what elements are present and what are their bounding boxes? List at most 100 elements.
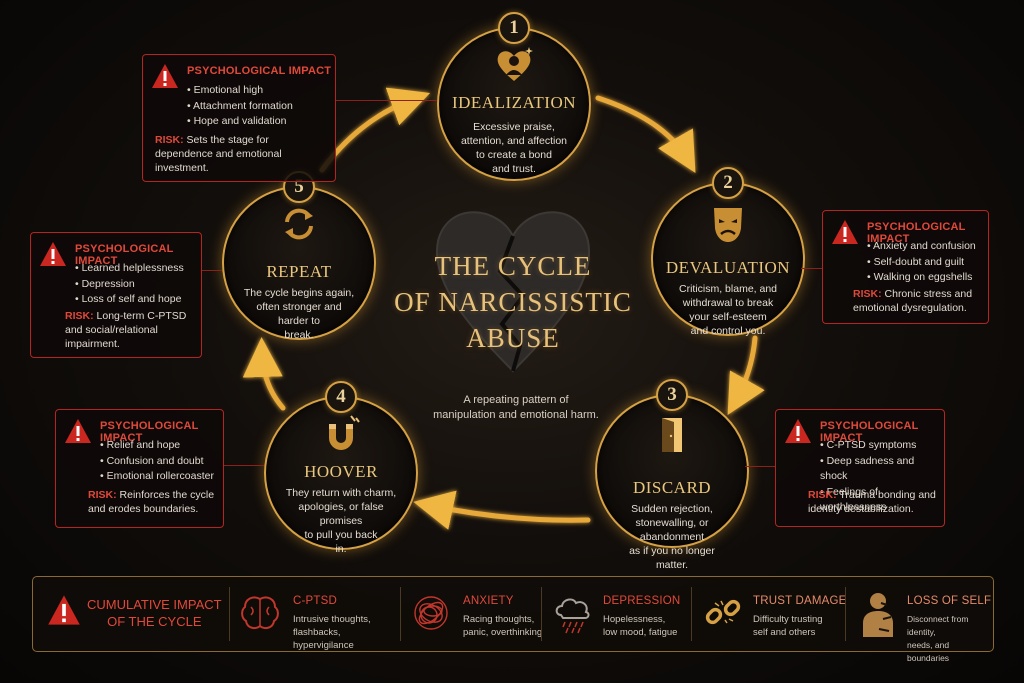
risk-line: and social/relational [65,324,158,336]
cumulative-item-loss-of-self: LOSS OF SELF Disconnect from identity, n… [851,577,993,663]
stage-title: DEVALUATION [665,258,791,277]
cumulative-heading: CUMULATIVE IMPACT OF THE CYCLE [87,596,222,630]
desc-line: as if you no longer [629,545,715,557]
desc-line: and trust. [492,163,536,175]
item-title: C-PTSD [293,595,338,607]
heading-line: OF THE CYCLE [107,614,202,629]
text-line: flashbacks, hypervigilance [293,627,354,651]
magnet-icon [329,415,360,450]
stage-description: Criticism, blame, and withdrawal to brea… [667,282,789,338]
impact-box-discard: PSYCHOLOGICAL IMPACT C-PTSD symptoms Dee… [775,409,945,527]
desc-line: to pull you back [304,529,378,541]
item-text: Disconnect from identity, needs, and bou… [907,613,993,665]
title-line-2: OF NARCISSISTIC [394,287,632,317]
impact-list: Learned helplessness Depression Loss of … [75,261,184,308]
item-title: LOSS OF SELF [907,595,992,607]
warning-icon [65,419,91,443]
title-line-1: THE CYCLE [434,251,592,281]
stage-description: Sudden rejection, stonewalling, or aband… [611,502,733,572]
risk-label: RISK: [155,134,184,146]
impact-box-devaluation: PSYCHOLOGICAL IMPACT Anxiety and confusi… [822,210,989,324]
divider [541,587,542,641]
desc-line: Criticism, blame, and [678,283,778,295]
stage-number: 3 [656,379,688,411]
desc-line: to create a bond [476,149,552,161]
heading-line: CUMULATIVE IMPACT [87,597,222,612]
warning-icon [48,595,80,625]
warning-icon [785,419,811,443]
item-title: ANXIETY [463,595,514,607]
desc-line: matter. [655,559,689,571]
cumulative-item-anxiety: ANXIETY Racing thoughts, panic, overthin… [405,577,545,651]
item-text: Intrusive thoughts, flashbacks, hypervig… [293,613,400,652]
divider [845,587,846,641]
tangled-scribble-icon [414,596,448,630]
warning-icon [152,64,178,88]
desc-line: break. [284,329,314,341]
impact-heading: PSYCHOLOGICAL IMPACT [187,65,332,77]
arrow-4-to-5 [242,337,286,411]
stage-devaluation: 2 DEVALUATION Criticism, blame, and with… [651,167,805,338]
desc-line: in. [335,543,347,555]
stage-description: Excessive praise, attention, and affecti… [453,120,575,176]
item-text: Hopelessness, low mood, fatigue [603,613,677,639]
stage-repeat: 5 REPEAT The cycle begins again, often s… [222,171,376,342]
risk-line: impairment. [65,338,120,350]
warning-icon [40,242,66,266]
connector-line [801,268,822,269]
subtitle-line-2: manipulation and emotional harm. [433,409,599,421]
impact-list: Emotional high Attachment formation Hope… [187,83,293,130]
stage-description: The cycle begins again, often stronger a… [238,286,360,342]
impact-risk: RISK: Trauma bonding and identity destab… [808,488,936,516]
risk-line: Trauma bonding and [839,489,936,501]
stage-description: They return with charm, apologies, or fa… [280,486,402,556]
impact-item: Hope and validation [187,114,293,130]
desc-line: apologies, or false promises [298,501,384,527]
impact-risk: RISK: Sets the stage for dependence and … [155,133,282,175]
heart-person-icon [497,47,533,81]
desc-line: stonewalling, or abandonment [635,517,709,543]
fading-person-icon [863,593,893,637]
connector-line [200,270,222,271]
impact-item: Emotional rollercoaster [100,469,214,485]
impact-item: Self-doubt and guilt [867,255,976,271]
risk-line: dependence and emotional [155,148,282,160]
impact-item: Depression [75,277,184,293]
risk-label: RISK: [88,489,117,501]
broken-heart-icon [435,211,591,373]
title-line-3: ABUSE [466,323,560,353]
risk-line: investment. [155,162,209,174]
impact-box-repeat: PSYCHOLOGICAL IMPACT Learned helplessnes… [30,232,202,358]
item-title: TRUST DAMAGE [753,595,847,607]
stage-title: REPEAT [266,262,332,281]
cumulative-heading-cell: CUMULATIVE IMPACT OF THE CYCLE [33,577,223,651]
impact-item: Emotional high [187,83,293,99]
page-subtitle: A repeating pattern of manipulation and … [428,393,604,423]
impact-item: Feelings of worthlessness [820,485,944,516]
text-line: needs, and boundaries [907,640,950,663]
drama-mask-icon [714,208,742,242]
desc-line: Excessive praise, [473,121,555,133]
desc-line: attention, and affection [460,135,568,147]
impact-risk: RISK: Long-term C-PTSD and social/relati… [65,309,186,351]
stage-number: 4 [325,381,357,413]
stage-discard: 3 DISCARD Sudden rejection, stonewalling… [595,379,749,571]
stage-number: 2 [712,167,744,199]
stage-idealization: 1 IDEALIZATION Excessive praise, attenti… [437,12,591,181]
broken-chain-icon [705,599,741,625]
risk-line: identity destabilization. [808,503,914,515]
impact-item: Learned helplessness [75,261,184,277]
impact-list: C-PTSD symptoms Deep sadness and shock F… [820,438,944,516]
connector-line [745,466,775,467]
risk-label: RISK: [65,310,94,322]
impact-item: Relief and hope [100,438,214,454]
stage-title: HOOVER [304,462,378,481]
impact-list: Anxiety and confusion Self-doubt and gui… [867,239,976,286]
arrow-5-to-1 [319,87,431,173]
connector-line [334,100,437,101]
text-line: panic, overthinking [463,627,543,638]
warning-icon [832,220,858,244]
impact-item: Anxiety and confusion [867,239,976,255]
desc-line: harder to [277,315,321,327]
desc-line: The cycle begins again, [243,287,355,299]
